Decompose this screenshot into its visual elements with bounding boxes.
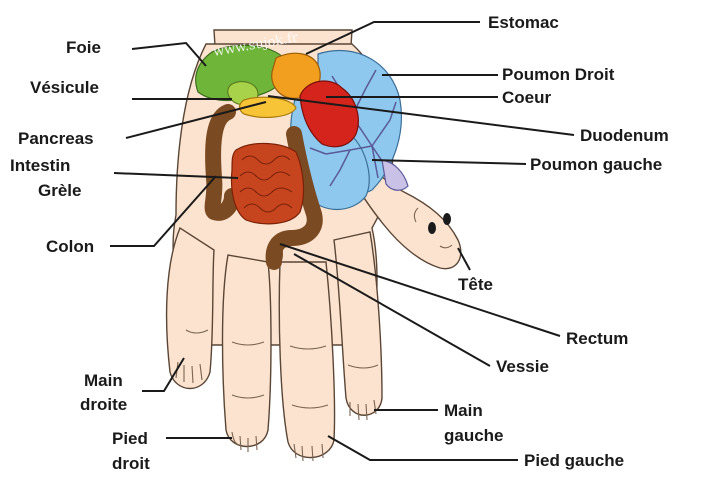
label-coeur: Coeur — [502, 88, 552, 107]
head-eye-left — [428, 222, 436, 234]
label-poumon-droit: Poumon Droit — [502, 65, 615, 84]
label-rectum: Rectum — [566, 329, 628, 348]
label-vessie: Vessie — [496, 357, 549, 376]
label-estomac: Estomac — [488, 13, 559, 32]
label-duodenum: Duodenum — [580, 126, 669, 145]
label-vesicule: Vésicule — [30, 78, 99, 97]
middle-finger — [279, 262, 334, 458]
label-pied-gauche: Pied gauche — [524, 451, 624, 470]
little-finger — [167, 228, 214, 389]
label-poumon-gauche: Poumon gauche — [530, 155, 662, 174]
ring-finger — [223, 255, 272, 447]
label-main-droite-line1: Main — [84, 371, 123, 390]
label-foie: Foie — [66, 38, 101, 57]
label-pancreas: Pancreas — [18, 129, 94, 148]
head-eye-right — [443, 213, 451, 225]
label-main-gauche-line1: Main — [444, 401, 483, 420]
label-pied-droit-line2: droit — [112, 454, 150, 473]
label-colon: Colon — [46, 237, 94, 256]
label-tete: Tête — [458, 275, 493, 294]
label-pied-droit-line1: Pied — [112, 429, 148, 448]
label-intestin: Intestin — [10, 156, 70, 175]
label-main-gauche-line2: gauche — [444, 426, 504, 445]
label-grele: Grèle — [38, 181, 81, 200]
label-main-droite-line2: droite — [80, 395, 127, 414]
